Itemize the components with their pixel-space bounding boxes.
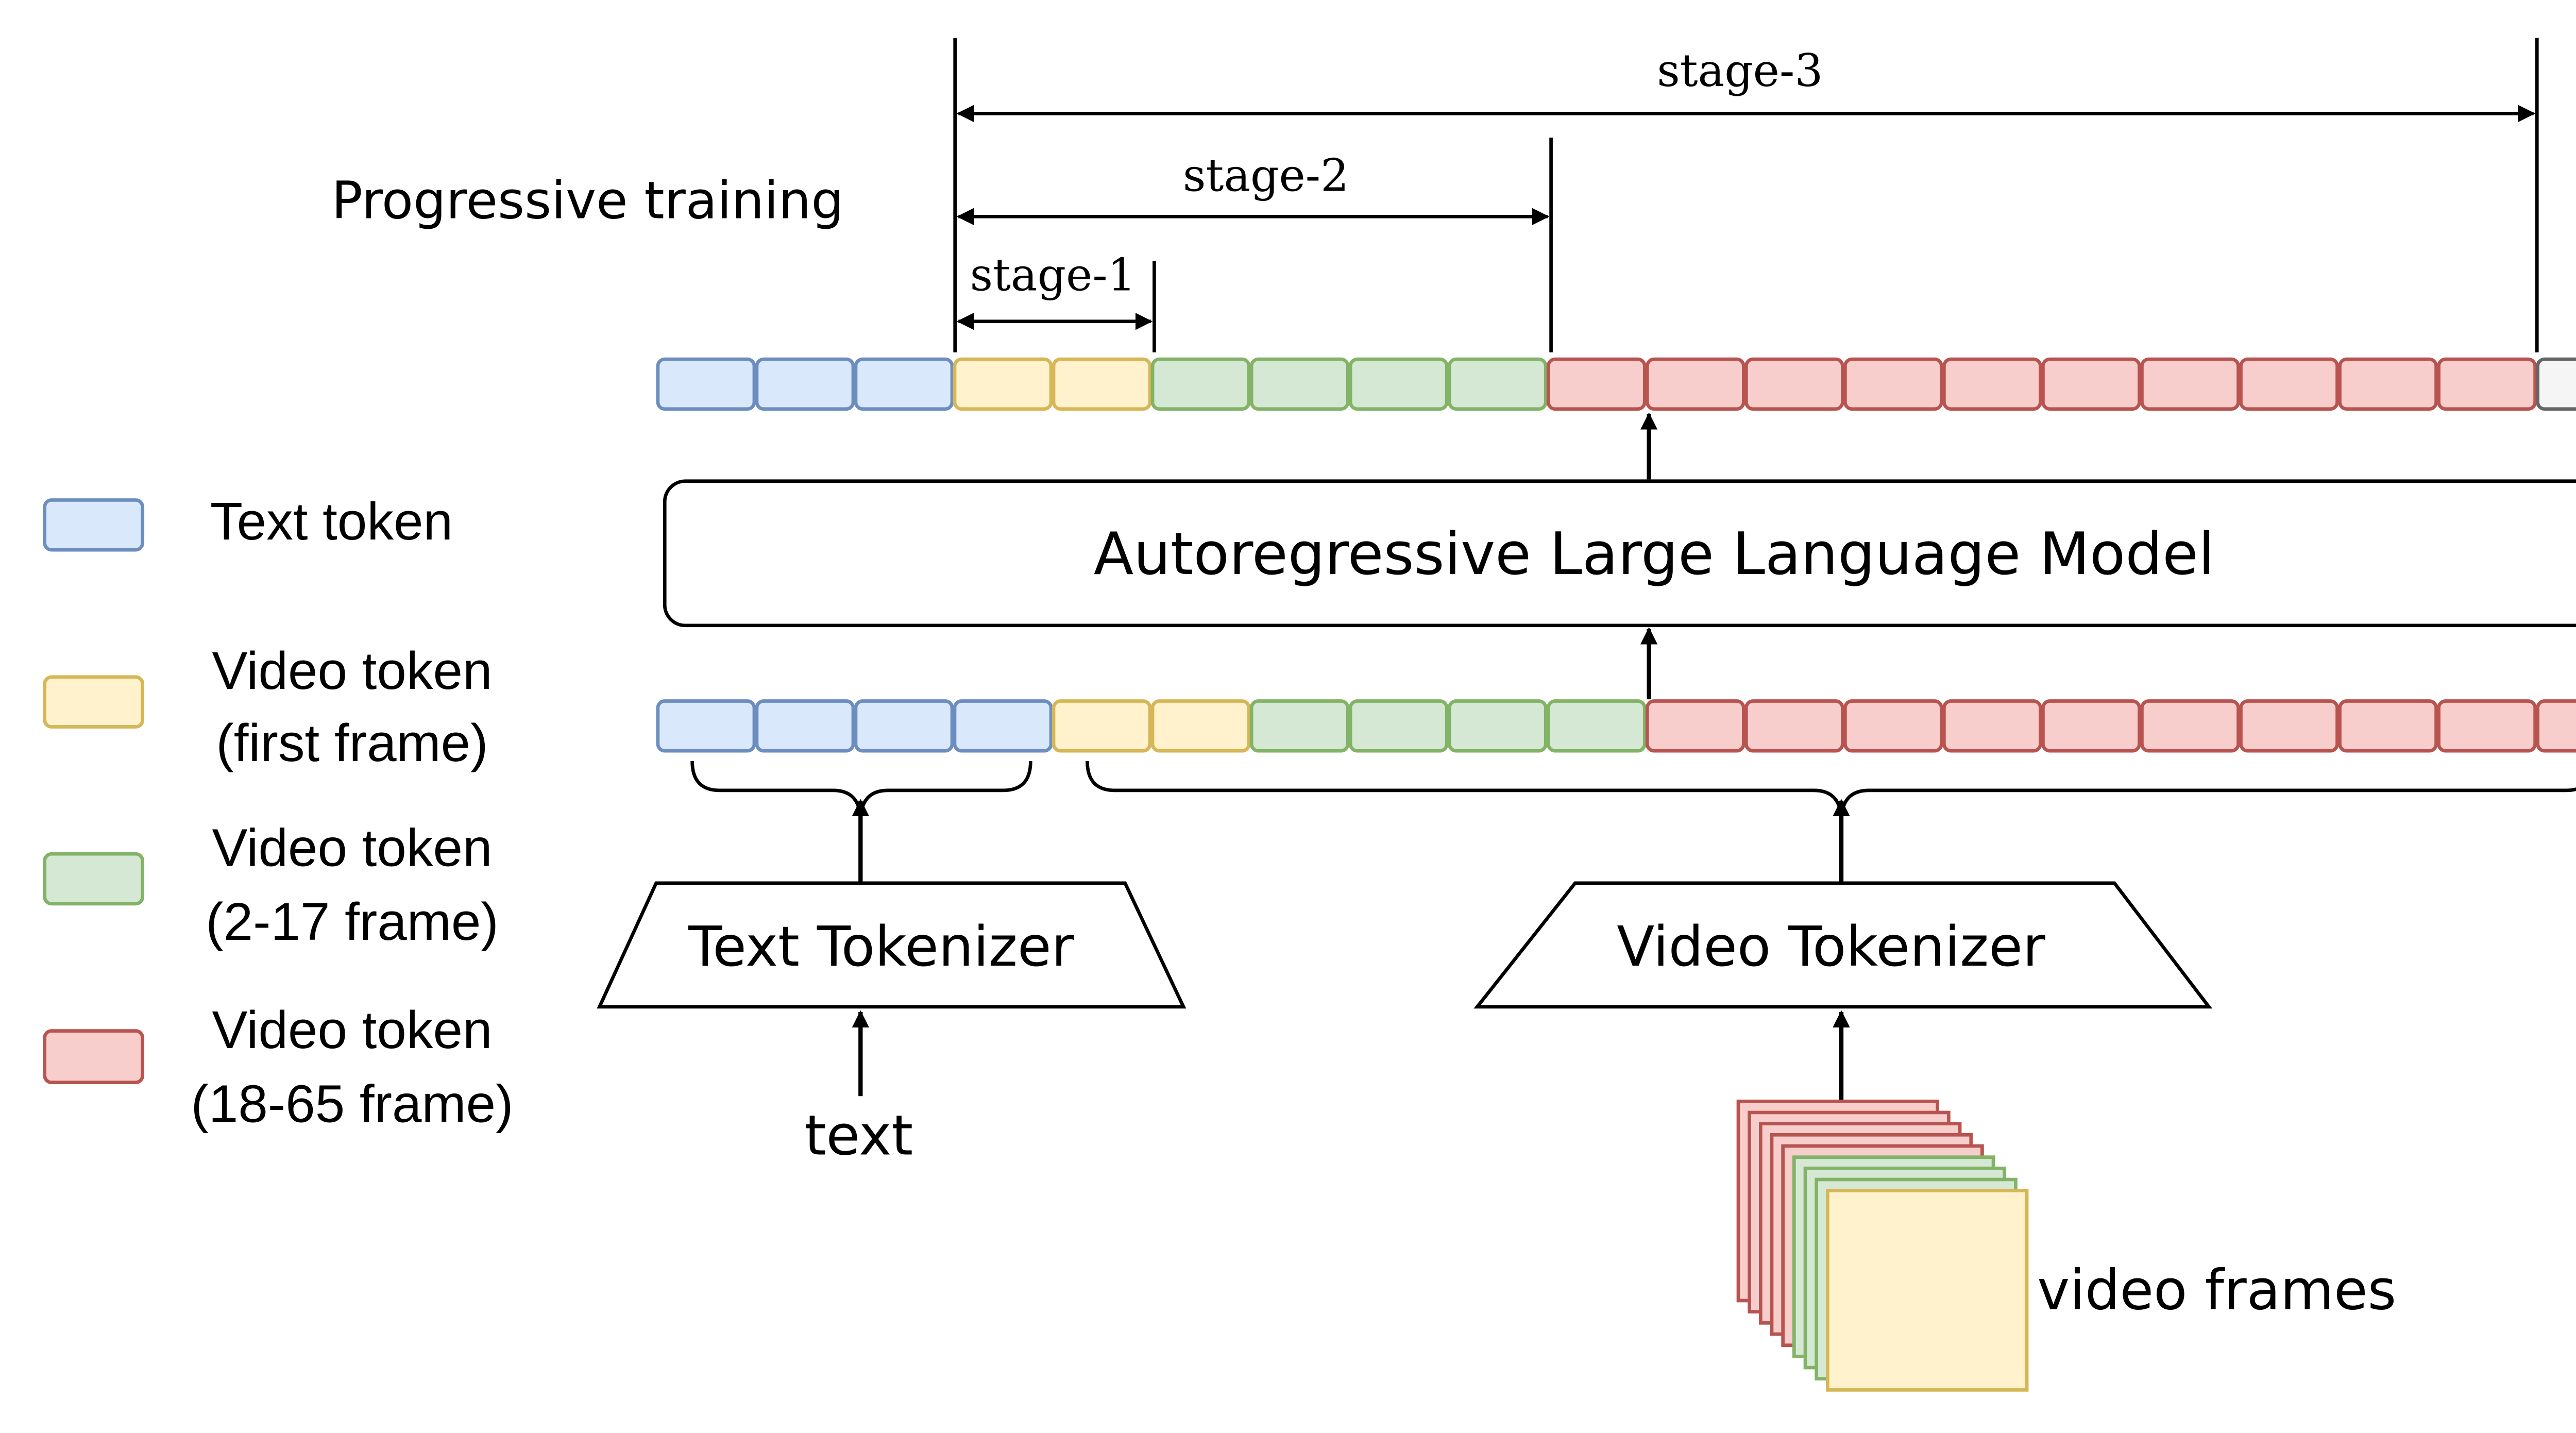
legend-label-first-frame-line1: Video token (212, 640, 492, 700)
output-video-token-18-65-frame (1546, 357, 1647, 411)
video-tokenizer-label: Video Tokenizer (1617, 915, 2045, 979)
output-text-token (755, 357, 855, 411)
autoregressive-model-box (663, 479, 2576, 628)
video-token-brace (1086, 761, 2576, 821)
output-video-token-18-65-frame (2338, 357, 2438, 411)
input-video-token-2-17-frame (1546, 699, 1647, 753)
output-video-token-18-65-frame (2437, 357, 2537, 411)
output-video-token-2-17-frame (1249, 357, 1350, 411)
input-video-token-18-65-frame (2041, 699, 2141, 753)
output-padding-token (2536, 357, 2576, 411)
legend-label-2-17-frame-line2: (2-17 frame) (206, 891, 499, 951)
legend-swatch-18-65-frame (43, 1029, 145, 1084)
stage-1-label: stage-1 (970, 250, 1136, 301)
output-video-token-first-frame (953, 357, 1053, 411)
stage-markers (953, 38, 2539, 352)
legend-label-18-65-frame-line1: Video token (212, 1000, 492, 1059)
output-video-token-2-17-frame (1150, 357, 1251, 411)
input-text-token (755, 699, 855, 753)
output-video-token-18-65-frame (2140, 357, 2240, 411)
input-video-token-2-17-frame (1447, 699, 1548, 753)
legend-swatch-first-frame (43, 675, 145, 729)
input-text-token (953, 699, 1053, 753)
input-video-token-18-65-frame (2338, 699, 2438, 753)
input-video-token-18-65-frame (1645, 699, 1745, 753)
input-video-token-18-65-frame (2140, 699, 2240, 753)
input-video-token-first-frame (1150, 699, 1251, 753)
video-frames-label: video frames (2037, 1259, 2396, 1323)
input-video-token-first-frame (1052, 699, 1152, 753)
output-video-token-first-frame (1052, 357, 1152, 411)
input-video-token-2-17-frame (1249, 699, 1350, 753)
input-video-token-18-65-frame (1744, 699, 1844, 753)
legend-label-18-65-frame-line2: (18-65 frame) (191, 1073, 513, 1133)
legend-swatch-2-17-frame (43, 852, 145, 906)
progressive-training-title: Progressive training (331, 171, 843, 231)
text-input-label: text (805, 1104, 913, 1168)
input-video-token-18-65-frame (2437, 699, 2537, 753)
output-text-token (854, 357, 954, 411)
output-video-token-2-17-frame (1348, 357, 1449, 411)
video-tokenizer-box (1473, 881, 2213, 1009)
output-video-token-18-65-frame (1645, 357, 1745, 411)
input-video-token-2-17-frame (1348, 699, 1449, 753)
output-video-token-18-65-frame (2239, 357, 2339, 411)
input-text-token (854, 699, 954, 753)
output-video-token-18-65-frame (1744, 357, 1844, 411)
output-video-token-2-17-frame (1447, 357, 1548, 411)
stage-3-label: stage-3 (1657, 45, 1823, 97)
legend-label-text-token: Text token (210, 491, 453, 551)
input-video-token-18-65-frame (1942, 699, 2042, 753)
input-video-token-18-65-frame (1843, 699, 1943, 753)
legend: Text token Video token (first frame) Vid… (43, 491, 513, 1133)
input-token-row (656, 699, 2576, 753)
video-frames-stack (1736, 1099, 2029, 1392)
legend-swatch-text (43, 498, 145, 552)
video-frame-first (1826, 1189, 2029, 1392)
output-text-token (656, 357, 756, 411)
text-tokenizer-label: Text Tokenizer (688, 915, 1074, 979)
text-tokenizer-box (597, 881, 1187, 1009)
input-video-token-18-65-frame (2239, 699, 2339, 753)
output-video-token-18-65-frame (1843, 357, 1943, 411)
input-video-token-18-65-frame (2536, 699, 2576, 753)
legend-label-2-17-frame-line1: Video token (212, 818, 492, 878)
stage-2-label: stage-2 (1183, 150, 1349, 201)
output-video-token-18-65-frame (1942, 357, 2042, 411)
output-token-row (656, 357, 2576, 411)
input-text-token (656, 699, 756, 753)
output-video-token-18-65-frame (2041, 357, 2141, 411)
autoregressive-model-label: Autoregressive Large Language Model (1094, 520, 2215, 588)
legend-label-first-frame-line2: (first frame) (216, 713, 488, 772)
